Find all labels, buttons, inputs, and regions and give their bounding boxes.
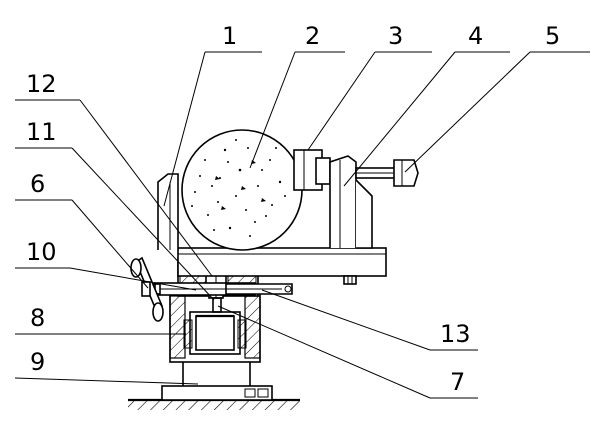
spindle-3	[293, 149, 331, 191]
leader-lines	[14, 51, 590, 399]
label-11: 11	[26, 118, 57, 146]
handwheel-6	[130, 256, 164, 322]
label-8: 8	[30, 304, 45, 332]
label-6: 6	[30, 170, 45, 198]
label-1: 1	[222, 22, 237, 50]
label-3: 3	[388, 22, 403, 50]
label-12: 12	[26, 70, 57, 98]
part-labels: 1 2 3 4 5 12 11 6 10 8 9 13 7	[26, 22, 560, 396]
lower-housing	[169, 291, 261, 363]
lever-13	[225, 283, 293, 295]
label-13: 13	[440, 320, 471, 348]
ground	[128, 398, 300, 410]
label-7: 7	[450, 368, 465, 396]
label-4: 4	[468, 22, 483, 50]
label-9: 9	[30, 348, 45, 376]
grinding-wheel-2	[181, 129, 303, 251]
label-10: 10	[26, 238, 57, 266]
screw-5	[355, 159, 419, 187]
left-upright-1	[157, 173, 179, 250]
label-5: 5	[545, 22, 560, 50]
label-2: 2	[305, 22, 320, 50]
